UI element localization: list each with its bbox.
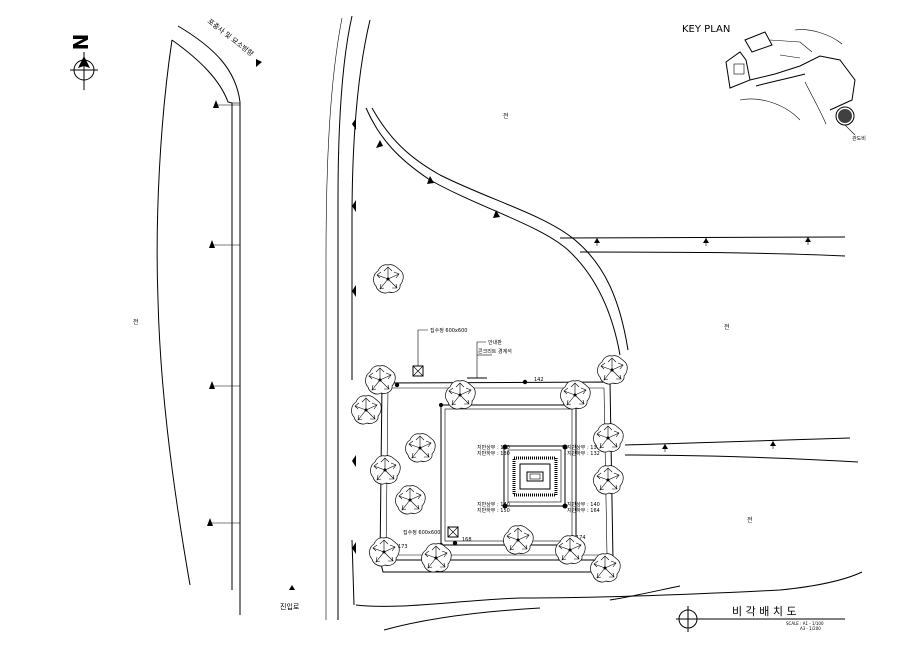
tree — [351, 395, 382, 425]
drawing-title: 비 각 배 치 도 — [732, 605, 797, 618]
field-label: 전 — [747, 516, 753, 524]
title-block: 비 각 배 치 도 SCALE : A1 - 1/100 A3 - 1/200 — [676, 605, 845, 632]
guide-board — [467, 341, 487, 379]
field-label: 전 — [503, 112, 509, 120]
level-label: 지반하부 : 164 — [567, 507, 600, 514]
dimension-label: 173 — [398, 544, 408, 550]
entrance-arrow — [289, 585, 295, 590]
level-label: 지반상부 : 130 — [567, 444, 600, 451]
drawing-scale: A3 - 1/200 — [800, 626, 821, 631]
tree — [597, 355, 628, 385]
tree — [445, 380, 476, 410]
tree — [395, 485, 426, 515]
middle-road — [325, 15, 371, 620]
level-label: 지반하부 : 130 — [477, 450, 510, 457]
entrance-label: 진입로 — [280, 602, 300, 611]
road-direction-arrow — [256, 59, 262, 67]
tree — [421, 543, 452, 573]
guide-board-label: 안내판 — [488, 339, 502, 346]
field-boundaries — [355, 107, 863, 631]
road-stations — [207, 100, 240, 526]
level-label: 지반상부 : 130 — [477, 444, 510, 451]
level-label: 지반하부 : 132 — [567, 450, 600, 457]
trees — [351, 264, 628, 583]
tree — [593, 423, 624, 453]
left-road: 포충사 및 묘소방향 — [156, 16, 262, 615]
dimension-label: 142 — [534, 377, 544, 383]
level-label: 지반상부 : 140 — [567, 501, 600, 508]
level-label: 지반하부 : 150 — [477, 507, 510, 514]
concrete-curb-label: 콘크리트 경계석 — [478, 348, 512, 355]
tree — [369, 537, 400, 567]
tree — [405, 433, 436, 463]
catch-basin-top — [412, 329, 428, 377]
dimension-label: 174 — [576, 535, 586, 541]
tree — [590, 553, 621, 583]
field-label: 전 — [724, 323, 730, 331]
tree — [560, 380, 591, 410]
tree — [555, 535, 586, 565]
catch-basin-top-label: 집수정 600x600 — [430, 327, 467, 334]
key-plan-marker-label: 관도비 — [852, 135, 866, 142]
dimension-label: 168 — [462, 537, 472, 543]
tree — [503, 525, 534, 555]
tree — [370, 455, 401, 485]
tree — [365, 365, 396, 395]
north-arrow-head — [78, 56, 90, 68]
field-label: 전 — [133, 318, 139, 326]
tree — [593, 465, 624, 495]
key-plan-title: KEY PLAN — [682, 24, 730, 35]
north-arrow: N — [69, 34, 98, 90]
north-label: N — [69, 34, 93, 51]
level-label: 지반상부 : 140 — [477, 501, 510, 508]
drawing-scale: SCALE : A1 - 1/100 — [786, 621, 824, 626]
key-plan: KEY PLAN 관도비 — [682, 24, 866, 142]
tree — [373, 264, 404, 294]
catch-basin-bottom — [447, 526, 459, 538]
catch-basin-bottom-label: 집수정 600x600 — [403, 529, 440, 536]
